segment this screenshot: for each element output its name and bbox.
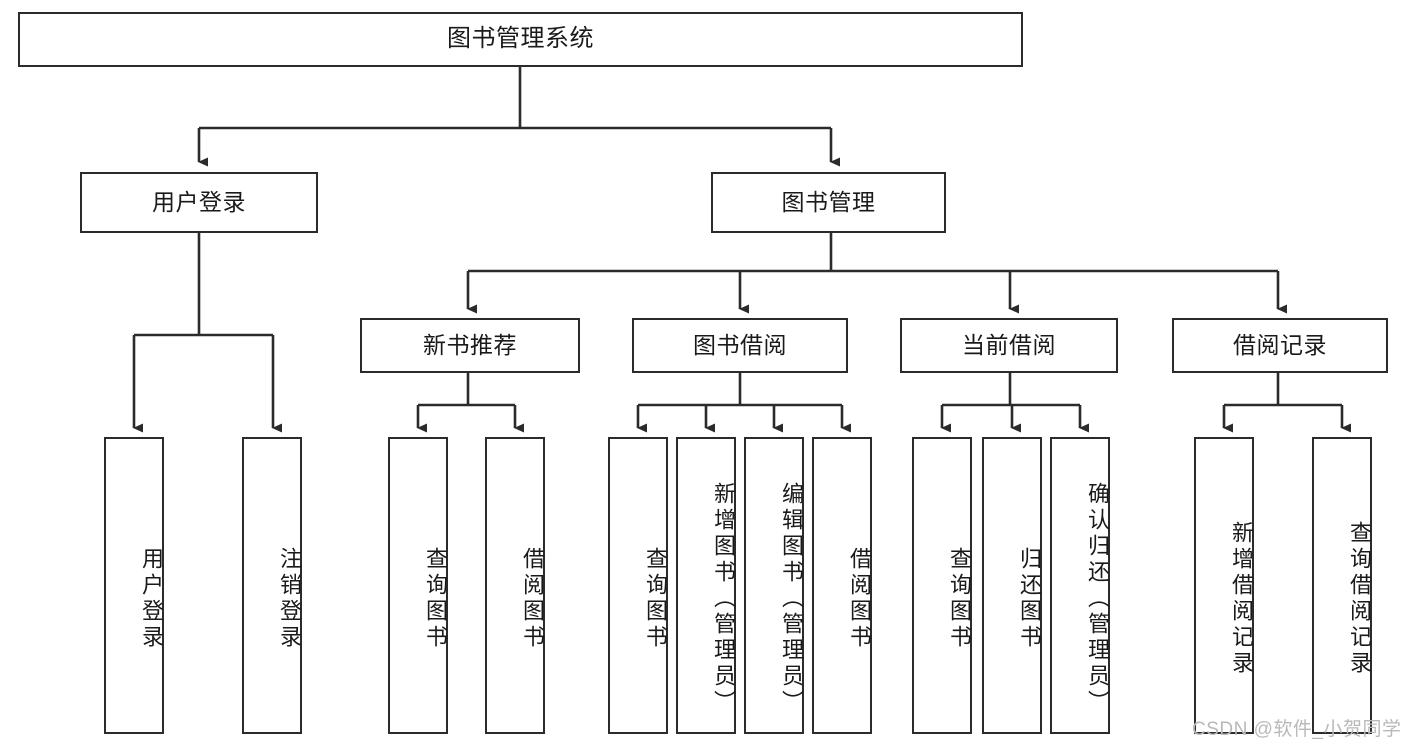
node-leaf-borrow-books[interactable]: 借阅图书 — [812, 437, 872, 734]
node-current-borrowing[interactable]: 当前借阅 — [900, 318, 1118, 373]
node-leaf-query-books-rec[interactable]: 查询图书 — [388, 437, 448, 734]
node-leaf-add-borrow-record[interactable]: 新增借阅记录 — [1194, 437, 1254, 734]
node-leaf-user-login[interactable]: 用户登录 — [104, 437, 164, 734]
node-leaf-edit-book-admin[interactable]: 编辑图书（管理员） — [744, 437, 804, 734]
node-leaf-add-book-admin[interactable]: 新增图书（管理员） — [676, 437, 736, 734]
node-leaf-return-books[interactable]: 归还图书 — [982, 437, 1042, 734]
node-label: 图书管理系统 — [447, 25, 594, 53]
node-label: 用户登录 — [139, 546, 164, 651]
node-label: 注销登录 — [277, 546, 302, 651]
node-label: 查询图书 — [423, 546, 448, 651]
node-label: 新增借阅记录 — [1229, 520, 1254, 677]
node-new-book-recommendation[interactable]: 新书推荐 — [360, 318, 580, 373]
node-leaf-query-books-current[interactable]: 查询图书 — [912, 437, 972, 734]
node-label: 图书借阅 — [693, 331, 787, 358]
node-label: 图书管理 — [781, 188, 876, 215]
node-leaf-logout[interactable]: 注销登录 — [242, 437, 302, 734]
node-label: 确认归还（管理员） — [1085, 481, 1110, 716]
node-label: 编辑图书（管理员） — [779, 481, 804, 716]
node-borrowing-records[interactable]: 借阅记录 — [1172, 318, 1388, 373]
node-leaf-query-borrow-record[interactable]: 查询借阅记录 — [1312, 437, 1372, 734]
node-user-login[interactable]: 用户登录 — [80, 172, 318, 233]
node-leaf-query-books-borrow[interactable]: 查询图书 — [608, 437, 668, 734]
node-label: 新书推荐 — [423, 331, 517, 358]
node-leaf-borrow-books-rec[interactable]: 借阅图书 — [485, 437, 545, 734]
node-label: 借阅图书 — [847, 546, 872, 651]
node-label: 查询图书 — [643, 546, 668, 651]
node-label: 借阅记录 — [1233, 331, 1327, 358]
node-book-borrowing[interactable]: 图书借阅 — [632, 318, 848, 373]
csdn-watermark: CSDN @软件_小贺同学 — [1192, 719, 1402, 740]
node-label: 查询借阅记录 — [1347, 520, 1372, 677]
node-label: 查询图书 — [947, 546, 972, 651]
node-book-management[interactable]: 图书管理 — [711, 172, 946, 233]
node-label: 用户登录 — [152, 188, 246, 215]
node-label: 新增图书（管理员） — [711, 481, 736, 716]
node-leaf-confirm-return-admin[interactable]: 确认归还（管理员） — [1050, 437, 1110, 734]
node-label: 借阅图书 — [520, 546, 545, 651]
node-label: 当前借阅 — [962, 331, 1056, 358]
node-system-title[interactable]: 图书管理系统 — [18, 12, 1023, 67]
node-label: 归还图书 — [1017, 546, 1042, 651]
